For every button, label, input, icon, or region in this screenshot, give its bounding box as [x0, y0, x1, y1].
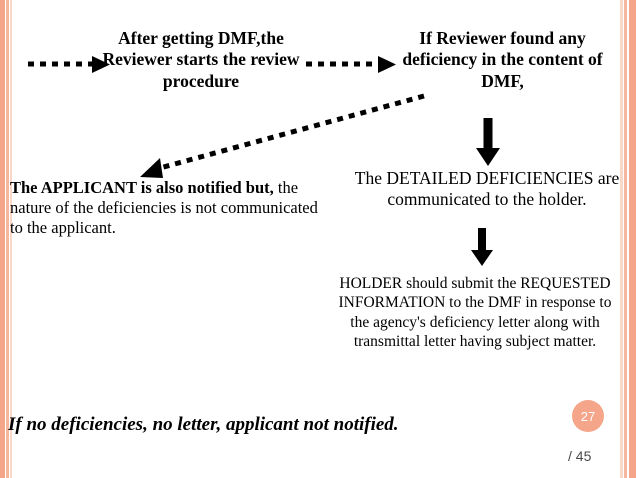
page-number-badge: 27: [572, 400, 604, 432]
dotted-arrow-head-right-to-applicant: [140, 93, 425, 178]
text-block-holder-submit: HOLDER should submit the REQUESTED INFOR…: [338, 275, 612, 351]
text-block-if-reviewer-found: If Reviewer found any deficiency in the …: [402, 28, 603, 91]
page-total-label: / 45: [568, 448, 592, 464]
text-block-applicant-notified: The APPLICANT is also notified but, the …: [10, 178, 330, 238]
solid-arrow-head-right-to-detailed: [476, 118, 500, 166]
solid-arrow-detailed-to-holder: [471, 228, 493, 266]
left-bar-2: [6, 0, 9, 478]
right-bar-1: [620, 0, 623, 478]
text-block-detailed-deficiencies: The DETAILED DEFICIENCIES are communicat…: [354, 168, 620, 210]
right-decorative-bars: [618, 0, 638, 478]
left-bar-1: [0, 0, 5, 478]
left-decorative-bars: [0, 0, 14, 478]
left-bar-3: [10, 0, 12, 478]
applicant-bold-part: The APPLICANT is also notified but,: [10, 178, 274, 197]
text-block-no-deficiencies: If no deficiencies, no letter, applicant…: [8, 414, 399, 435]
applicant-rest-part: the nature of the deficiencies is not co…: [10, 178, 318, 238]
dotted-arrow-head-left-to-head-right: [306, 56, 396, 73]
right-bar-3: [629, 0, 636, 478]
right-bar-2: [624, 0, 627, 478]
text-block-after-getting-dmf: After getting DMF,the Reviewer starts th…: [102, 28, 300, 91]
